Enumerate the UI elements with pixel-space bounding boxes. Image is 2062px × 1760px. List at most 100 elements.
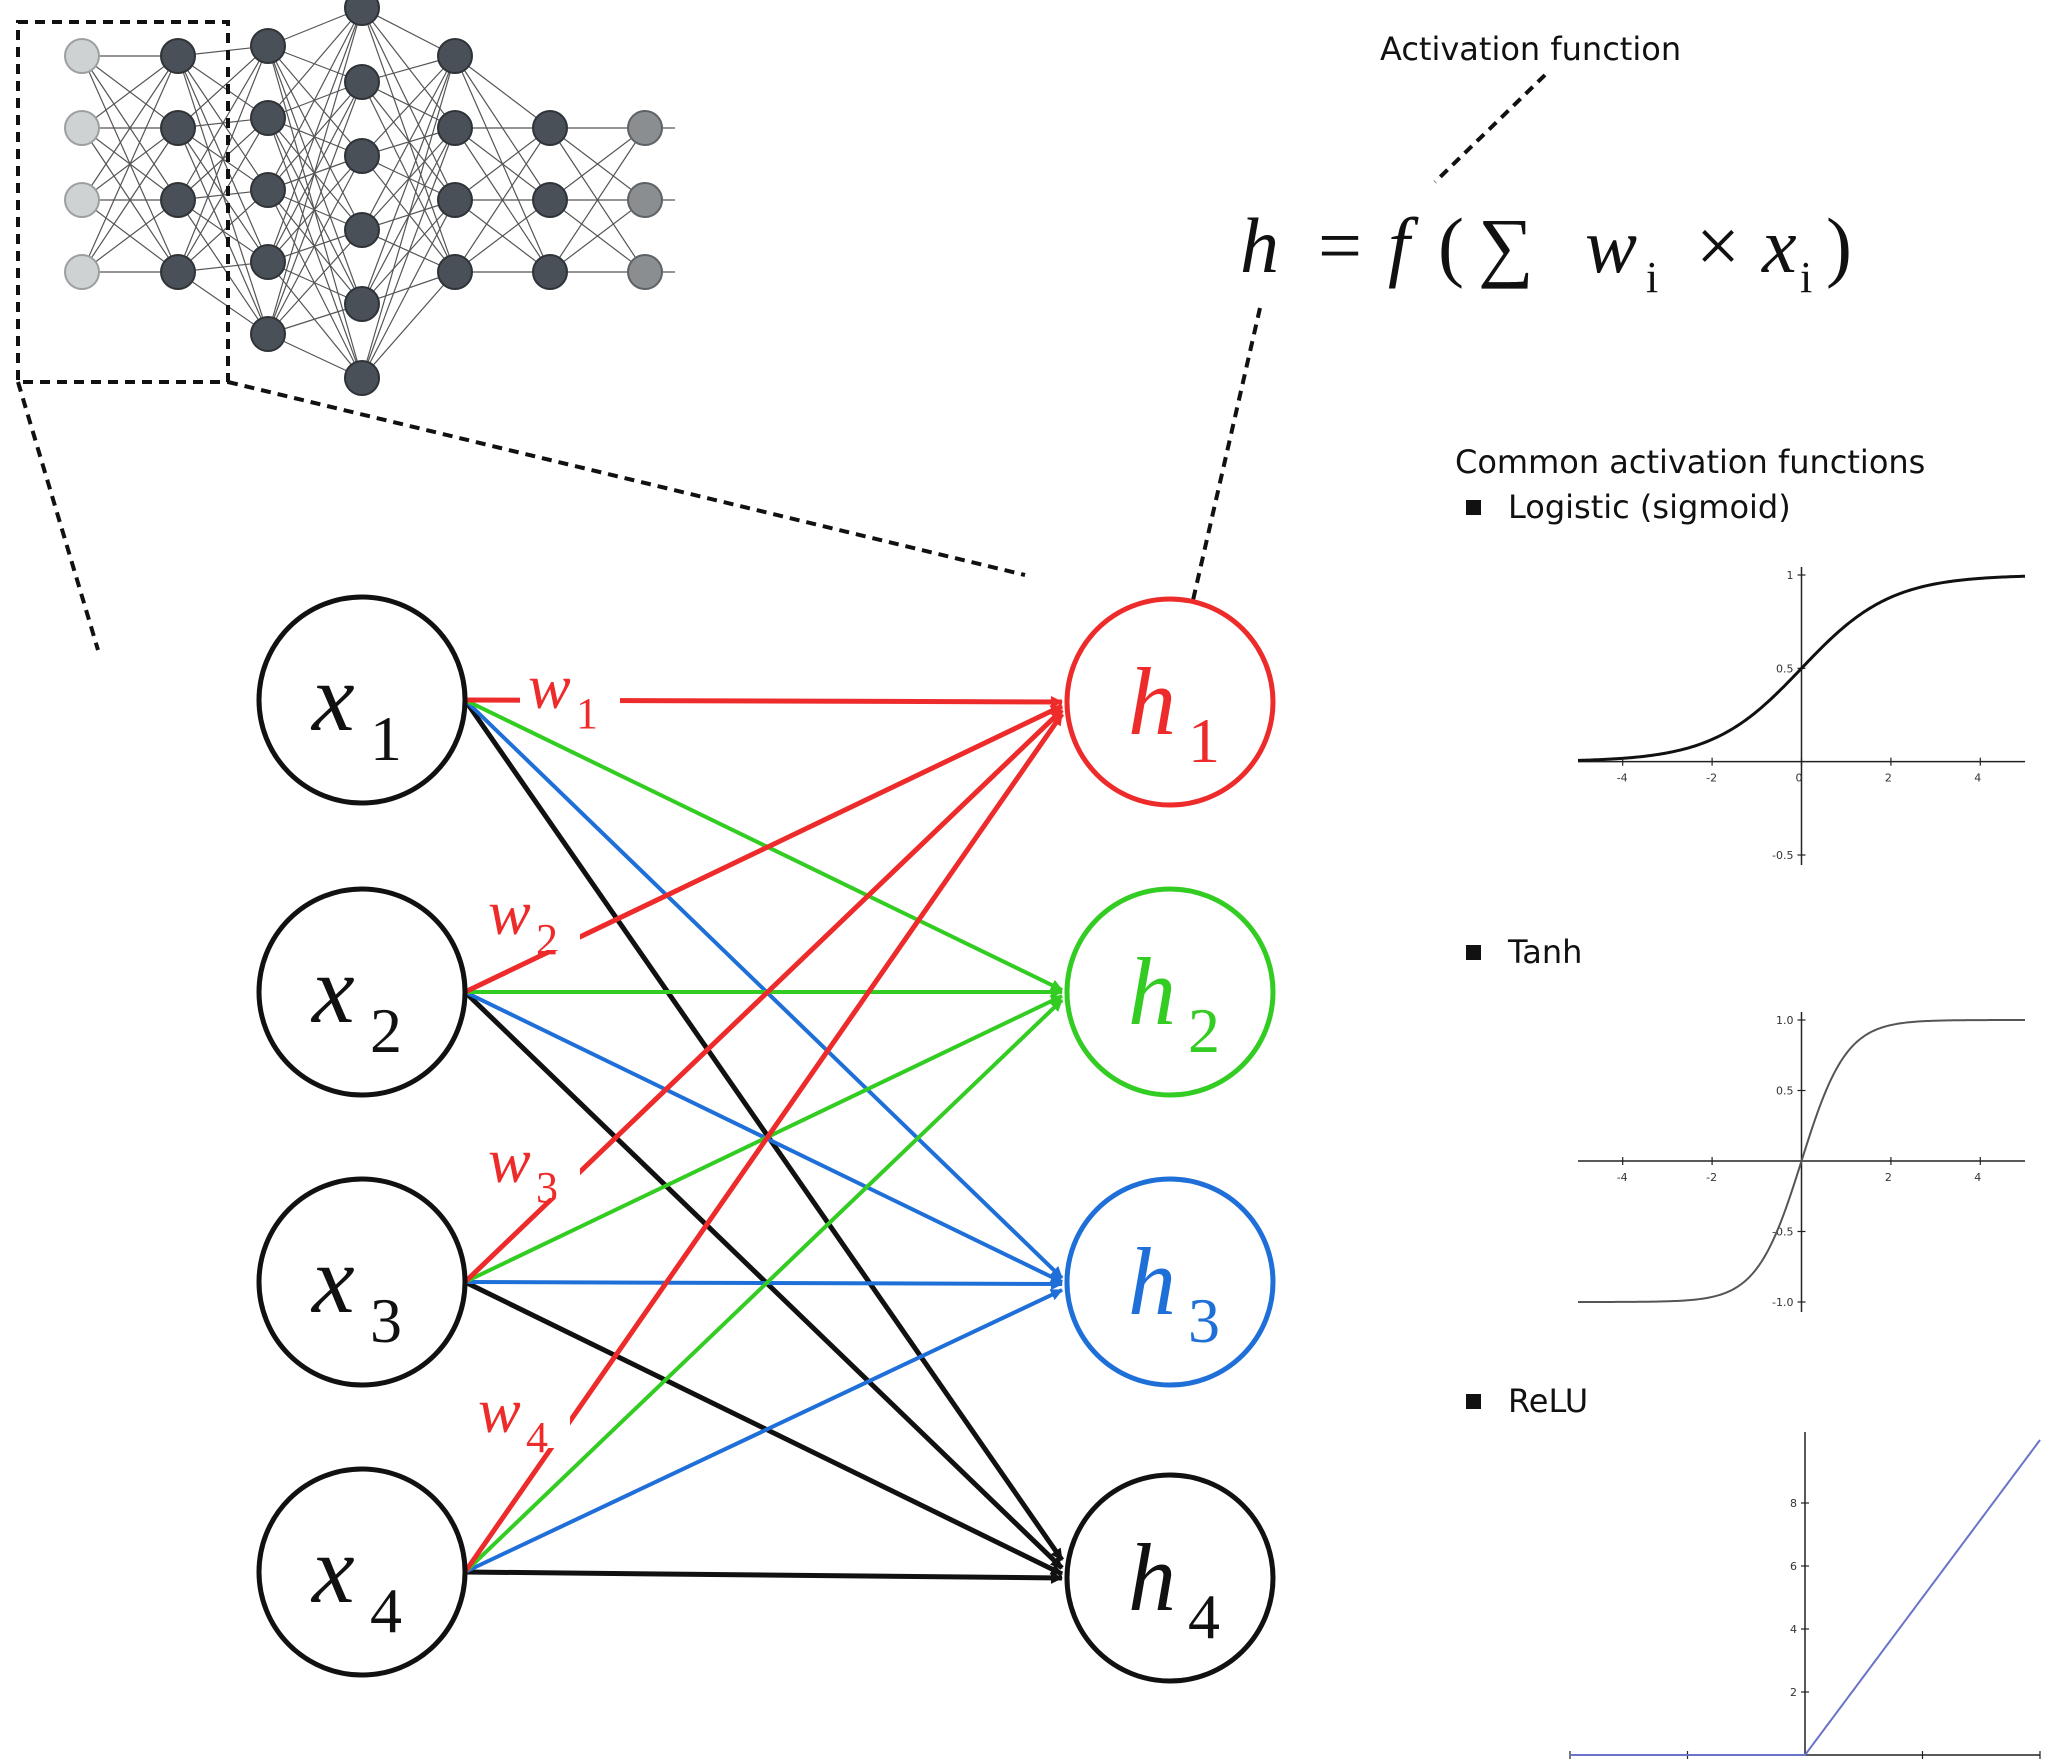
- thumbnail-neuron: [532, 182, 568, 218]
- thumbnail-edge: [267, 7, 363, 335]
- legend-title: Common activation functions: [1455, 443, 1925, 481]
- thumbnail-edge: [267, 117, 363, 379]
- chart-x-tick-label: 4: [1974, 1171, 1981, 1184]
- thumbnail-neuron: [344, 212, 380, 248]
- formula-x-subscript: i: [1800, 253, 1812, 302]
- thumbnail-edge: [267, 155, 363, 335]
- output-node-h2: h 2: [1064, 886, 1276, 1098]
- legend-bullet: [1466, 500, 1481, 515]
- thumbnail-edge: [549, 127, 646, 273]
- output-node-h1: h 1: [1064, 596, 1276, 808]
- thumbnail-edge: [454, 127, 551, 273]
- edge-x3-h4: [463, 1279, 1064, 1577]
- thumbnail-neuron: [160, 38, 196, 74]
- thumbnail-edge: [361, 81, 456, 201]
- output-node-h3: h 3: [1064, 1176, 1276, 1388]
- output-h2-var: h: [1128, 938, 1176, 1045]
- thumbnail-neuron: [64, 38, 100, 74]
- chart-series-line: [1578, 1019, 2025, 1303]
- chart-x-tick-label: 2: [1885, 1171, 1892, 1184]
- thumbnail-edge: [454, 127, 551, 201]
- edge-x4-h4: [464, 1569, 1063, 1584]
- output-h4-var: h: [1128, 1524, 1176, 1631]
- thumbnail-edge: [361, 271, 456, 379]
- input-node-x4: x 4: [256, 1466, 468, 1678]
- thumbnail-edge: [81, 199, 179, 273]
- zoom-line-right: [227, 380, 1026, 577]
- thumbnail-edge: [267, 45, 363, 305]
- weight-labels: w 1 w 2 w 3 w 4: [470, 648, 620, 1462]
- thumbnail-neuron: [532, 110, 568, 146]
- output-nodes: h 1 h 2 h 3 h 4: [1064, 596, 1276, 1684]
- chart-y-tick-label: 1.0: [1776, 1014, 1794, 1027]
- formula-times: ×: [1696, 202, 1740, 289]
- edge-x2-h4: [463, 990, 1064, 1570]
- weight-w2-sub: 2: [536, 915, 558, 964]
- chart-y-tick-label: 0.5: [1776, 662, 1794, 675]
- formula-x: x: [1761, 202, 1797, 289]
- input-x3-sub: 3: [370, 1285, 402, 1356]
- edge-x3-h3: [464, 1277, 1063, 1290]
- thumbnail-edge: [267, 45, 363, 157]
- thumbnail-edge: [177, 189, 269, 273]
- activation-callout-line: [1433, 73, 1547, 184]
- thumbnail-edge: [549, 199, 646, 273]
- thumbnail-neuron: [160, 110, 196, 146]
- chart-y-tick-label: -1.0: [1772, 1296, 1793, 1309]
- chart-y-tick-label: 0.5: [1776, 1085, 1794, 1098]
- thumbnail-edge: [267, 45, 363, 231]
- chart-y-tick-label: 1: [1787, 569, 1794, 582]
- legend-item-sigmoid: Logistic (sigmoid): [1508, 488, 1791, 526]
- formula: h = f ( ∑ w × x ) i i: [1240, 202, 1852, 302]
- thumbnail-neuron: [344, 64, 380, 100]
- thumbnail-neuron: [250, 244, 286, 280]
- input-x3-var: x: [310, 1226, 355, 1333]
- input-x4-var: x: [310, 1516, 355, 1623]
- input-nodes: x 1 x 2 x 3 x 4: [256, 594, 468, 1678]
- formula-equals: =: [1318, 202, 1362, 289]
- thumbnail-neuron: [627, 254, 663, 290]
- chart-x-tick-label: 0: [1796, 772, 1803, 785]
- output-h1-sub: 1: [1188, 705, 1220, 776]
- weight-label-bg: [470, 1376, 570, 1448]
- weight-w4-sub: 4: [526, 1413, 548, 1462]
- thumbnail-edge: [267, 261, 363, 379]
- weight-w3-sub: 3: [536, 1163, 558, 1212]
- edge-x1-h4: [462, 698, 1065, 1562]
- thumbnail-neuron: [250, 28, 286, 64]
- thumbnail-edge: [267, 229, 363, 335]
- thumbnail-edge: [549, 127, 646, 201]
- output-h1-var: h: [1128, 648, 1176, 755]
- input-x2-var: x: [310, 936, 355, 1043]
- thumbnail-edge: [361, 199, 456, 379]
- thumbnail-edge: [267, 7, 363, 119]
- chart-series-line: [1577, 574, 2026, 762]
- input-x2-sub: 2: [370, 995, 402, 1066]
- relu-chart: -10-55102468: [1569, 1432, 2041, 1759]
- chart-x-tick-label: -2: [1706, 772, 1717, 785]
- thumbnail-neuron: [344, 0, 380, 26]
- legend-bullet: [1466, 945, 1481, 960]
- chart-x-tick-label: -4: [1617, 772, 1628, 785]
- chart-y-tick-label: -0.5: [1772, 849, 1793, 862]
- zoom-selection-box: [16, 20, 230, 384]
- thumbnail-neuron: [160, 182, 196, 218]
- thumbnail-edge: [81, 55, 179, 273]
- thumbnail-edge: [81, 55, 179, 201]
- weight-w2-var: w: [488, 877, 531, 948]
- thumbnail-neuron: [64, 254, 100, 290]
- edge-x1-h3: [463, 698, 1064, 1280]
- activation-function-label: Activation function: [1380, 30, 1681, 68]
- thumbnail-edge: [454, 199, 551, 273]
- output-h3-var: h: [1128, 1228, 1176, 1335]
- thumbnail-neuron: [250, 316, 286, 352]
- chart-x-tick-label: -2: [1706, 1171, 1717, 1184]
- input-x1-sub: 1: [370, 703, 402, 774]
- thumbnail-neuron: [344, 286, 380, 322]
- thumbnail-edge: [267, 117, 363, 231]
- chart-x-tick-label: 4: [1974, 772, 1981, 785]
- thumbnail-neuron: [437, 110, 473, 146]
- legend-item-relu: ReLU: [1508, 1382, 1588, 1420]
